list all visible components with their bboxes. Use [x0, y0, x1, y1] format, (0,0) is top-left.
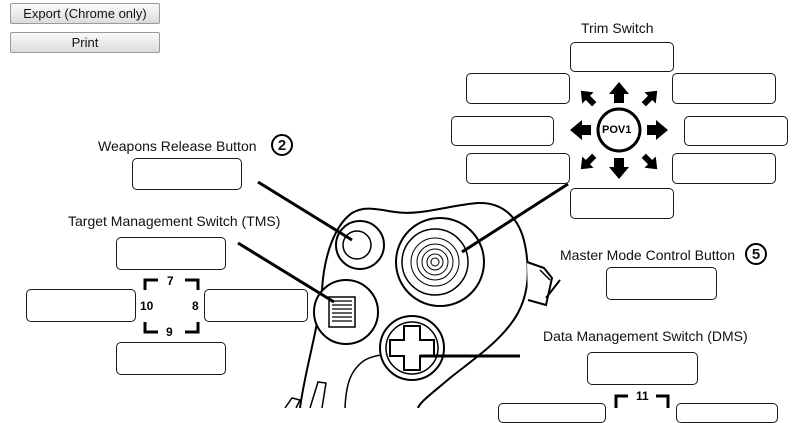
trim-up-left-field[interactable] [466, 73, 570, 104]
trim-right-field[interactable] [684, 116, 788, 146]
tms-right-number: 8 [192, 299, 199, 313]
tms-down-field[interactable] [116, 342, 226, 375]
tms-up-number: 7 [167, 274, 174, 288]
joystick-diagram [143, 82, 670, 408]
tms-down-number: 9 [166, 325, 173, 339]
dms-bracket-diagram [614, 394, 670, 408]
master-mode-field[interactable] [606, 267, 717, 300]
dms-label: Data Management Switch (DMS) [543, 328, 748, 344]
dms-left-field[interactable] [498, 403, 606, 423]
trim-left-field[interactable] [451, 116, 554, 146]
trim-down-left-field[interactable] [466, 153, 570, 184]
master-mode-number-badge: 5 [745, 243, 767, 265]
tms-label: Target Management Switch (TMS) [68, 213, 281, 229]
weapons-release-field[interactable] [132, 158, 242, 190]
master-mode-label: Master Mode Control Button [560, 247, 736, 263]
weapons-release-number-badge: 2 [271, 134, 293, 156]
print-button[interactable]: Print [10, 32, 160, 53]
tms-right-field[interactable] [204, 289, 308, 322]
dms-right-field[interactable] [676, 403, 778, 423]
weapons-release-label: Weapons Release Button [98, 138, 257, 154]
tms-left-field[interactable] [26, 289, 136, 322]
trim-down-field[interactable] [570, 188, 674, 219]
tms-bracket-diagram [143, 278, 200, 334]
tms-up-field[interactable] [116, 237, 226, 270]
dms-cross [389, 325, 435, 371]
trim-up-field[interactable] [570, 42, 674, 72]
export-button[interactable]: Export (Chrome only) [10, 3, 160, 24]
trim-switch-label: Trim Switch [581, 20, 654, 36]
dms-up-number: 11 [636, 389, 649, 403]
pov-label: POV1 [602, 124, 632, 136]
pov-hat-diagram [570, 82, 668, 179]
trim-down-right-field[interactable] [672, 153, 776, 184]
weapons-release-knob [342, 230, 372, 260]
dms-up-field[interactable] [587, 352, 698, 385]
trim-up-right-field[interactable] [672, 73, 776, 104]
tms-left-number: 10 [140, 299, 154, 313]
